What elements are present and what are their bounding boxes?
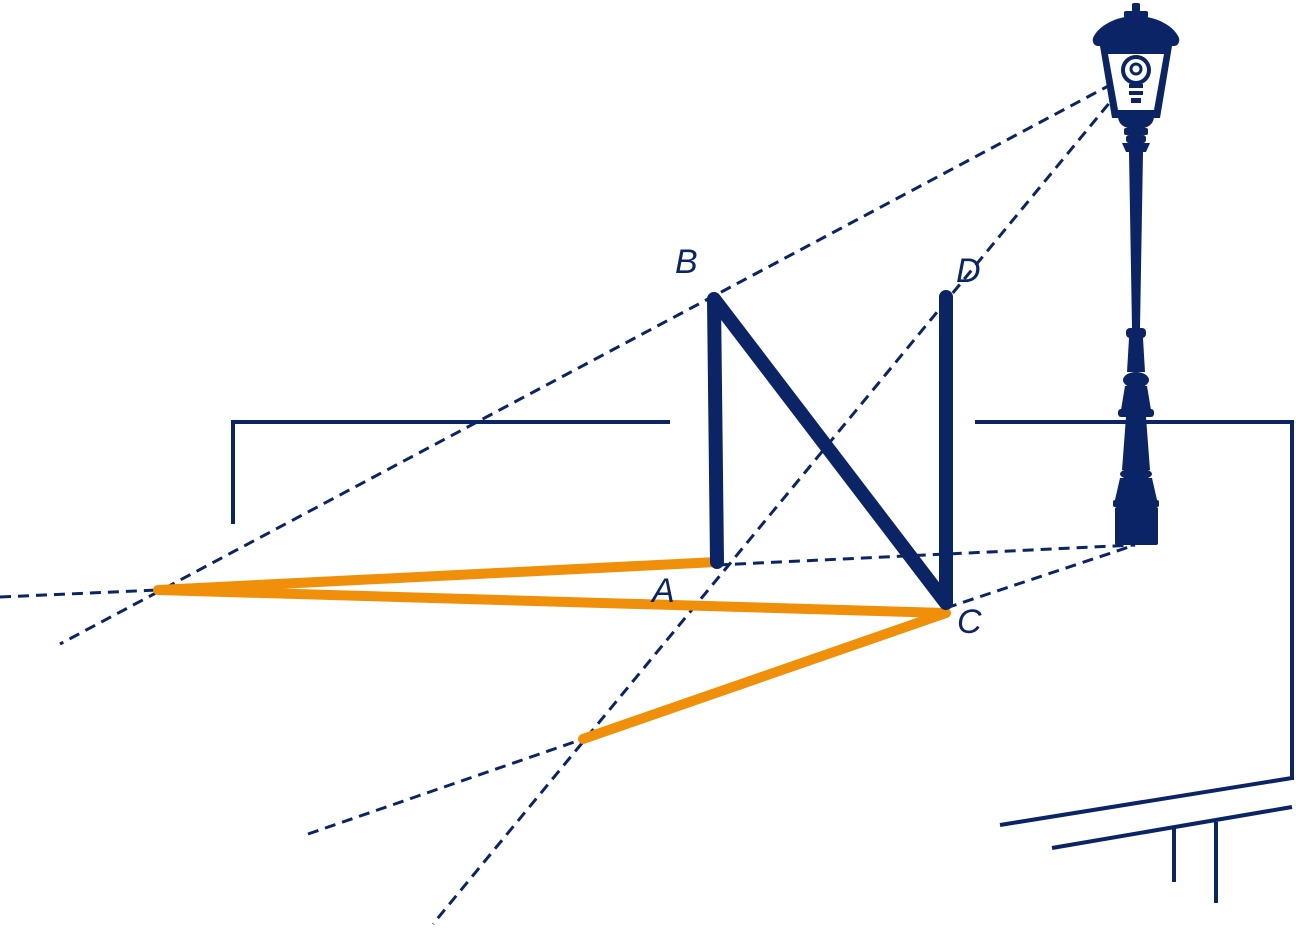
ground-ray-left	[0, 588, 159, 599]
n-shaped-object	[707, 290, 953, 610]
wall-left-segment	[231, 420, 670, 524]
label-a: A	[650, 572, 675, 610]
wall-outline	[231, 420, 1294, 780]
ray-through-d	[431, 89, 1122, 925]
label-c: C	[957, 603, 982, 641]
ground-ray-a	[716, 543, 1136, 567]
ground-ray-lower	[307, 737, 584, 836]
label-d: D	[956, 252, 981, 290]
table-top-edge	[999, 776, 1293, 827]
table-front-edge	[1051, 805, 1293, 850]
ground-ray-c	[945, 543, 1136, 610]
street-lamp-icon	[1092, 3, 1180, 545]
table-outline	[999, 776, 1293, 903]
light-bulb-icon	[1121, 55, 1151, 103]
light-rays	[0, 82, 1136, 925]
object-path	[707, 290, 953, 610]
label-b: B	[675, 243, 698, 281]
ray-through-b	[59, 82, 1113, 646]
shadow-path	[153, 557, 951, 744]
shadow-polyline	[153, 557, 951, 744]
wall-right-segment	[975, 420, 1294, 780]
